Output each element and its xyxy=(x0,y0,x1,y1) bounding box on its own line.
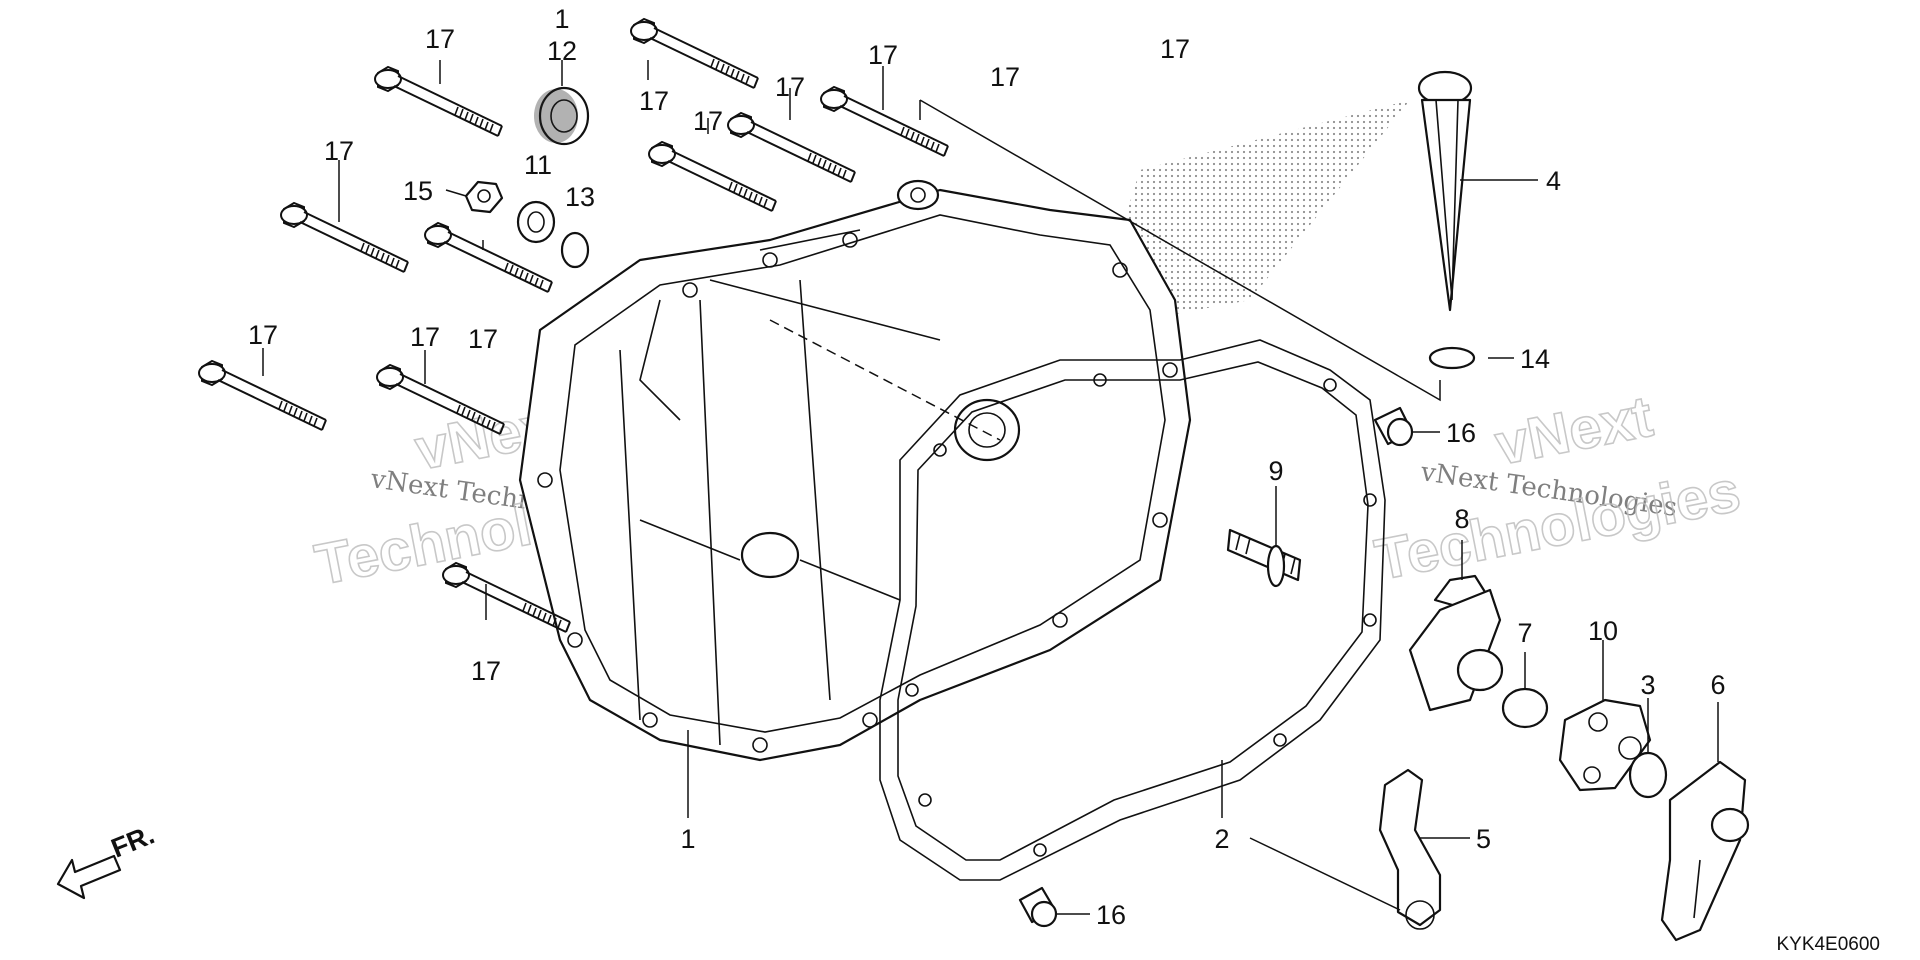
crankcase-cover-icon xyxy=(518,179,1192,762)
callout-labels: 1 12 17 17 17 17 17 17 17 17 17 17 17 17… xyxy=(248,4,1726,930)
callout-1-bottom: 1 xyxy=(680,824,695,854)
oil-pump-assembly-icon xyxy=(1378,574,1750,942)
callout-1-top: 1 xyxy=(554,4,569,34)
callout-12: 12 xyxy=(547,36,577,66)
callout-17: 17 xyxy=(324,136,354,166)
callout-16-bottom: 16 xyxy=(1096,900,1126,930)
callout-17: 17 xyxy=(639,86,669,116)
callout-17: 17 xyxy=(248,320,278,350)
callout-7: 7 xyxy=(1517,618,1532,648)
callout-17: 17 xyxy=(471,656,501,686)
callout-17: 17 xyxy=(693,106,723,136)
callout-6: 6 xyxy=(1710,670,1725,700)
dipstick-icon xyxy=(1417,70,1476,370)
dowel-pin-icon xyxy=(1018,406,1414,928)
callout-8: 8 xyxy=(1454,504,1469,534)
arrow-front-icon: FR. xyxy=(56,819,159,900)
callout-11: 11 xyxy=(524,150,552,180)
washer-icon xyxy=(516,200,556,244)
svg-text:FR.: FR. xyxy=(107,819,159,863)
callout-17: 17 xyxy=(1160,34,1190,64)
callout-17: 17 xyxy=(868,40,898,70)
callout-10: 10 xyxy=(1588,616,1618,646)
callout-14: 14 xyxy=(1520,344,1550,374)
callout-3: 3 xyxy=(1640,670,1655,700)
callout-4: 4 xyxy=(1546,166,1561,196)
dipstick-shading xyxy=(1090,100,1410,330)
diagram-code: KYK4E0600 xyxy=(1776,934,1880,955)
nut-icon xyxy=(464,180,504,214)
reference-line xyxy=(919,99,1441,402)
reference-line xyxy=(769,319,1001,441)
stud-bolt-icon xyxy=(1226,528,1302,588)
callout-5: 5 xyxy=(1476,824,1491,854)
callout-17: 17 xyxy=(775,72,805,102)
svg-text:vNext: vNext xyxy=(1490,384,1657,478)
callout-9: 9 xyxy=(1268,456,1283,486)
callout-13: 13 xyxy=(565,182,595,212)
o-ring-icon xyxy=(560,231,590,269)
oil-seal-icon xyxy=(534,86,590,146)
callout-17: 17 xyxy=(410,322,440,352)
watermark-right: vNext Technologies vNext Technologies xyxy=(1369,383,1746,594)
callout-17: 17 xyxy=(425,24,455,54)
leader-lines xyxy=(262,60,1719,915)
callout-15: 15 xyxy=(403,176,433,206)
callout-17: 17 xyxy=(468,324,498,354)
callout-16-top: 16 xyxy=(1446,418,1476,448)
callout-17: 17 xyxy=(990,62,1020,92)
callout-2: 2 xyxy=(1214,824,1229,854)
gasket-icon xyxy=(879,339,1386,881)
